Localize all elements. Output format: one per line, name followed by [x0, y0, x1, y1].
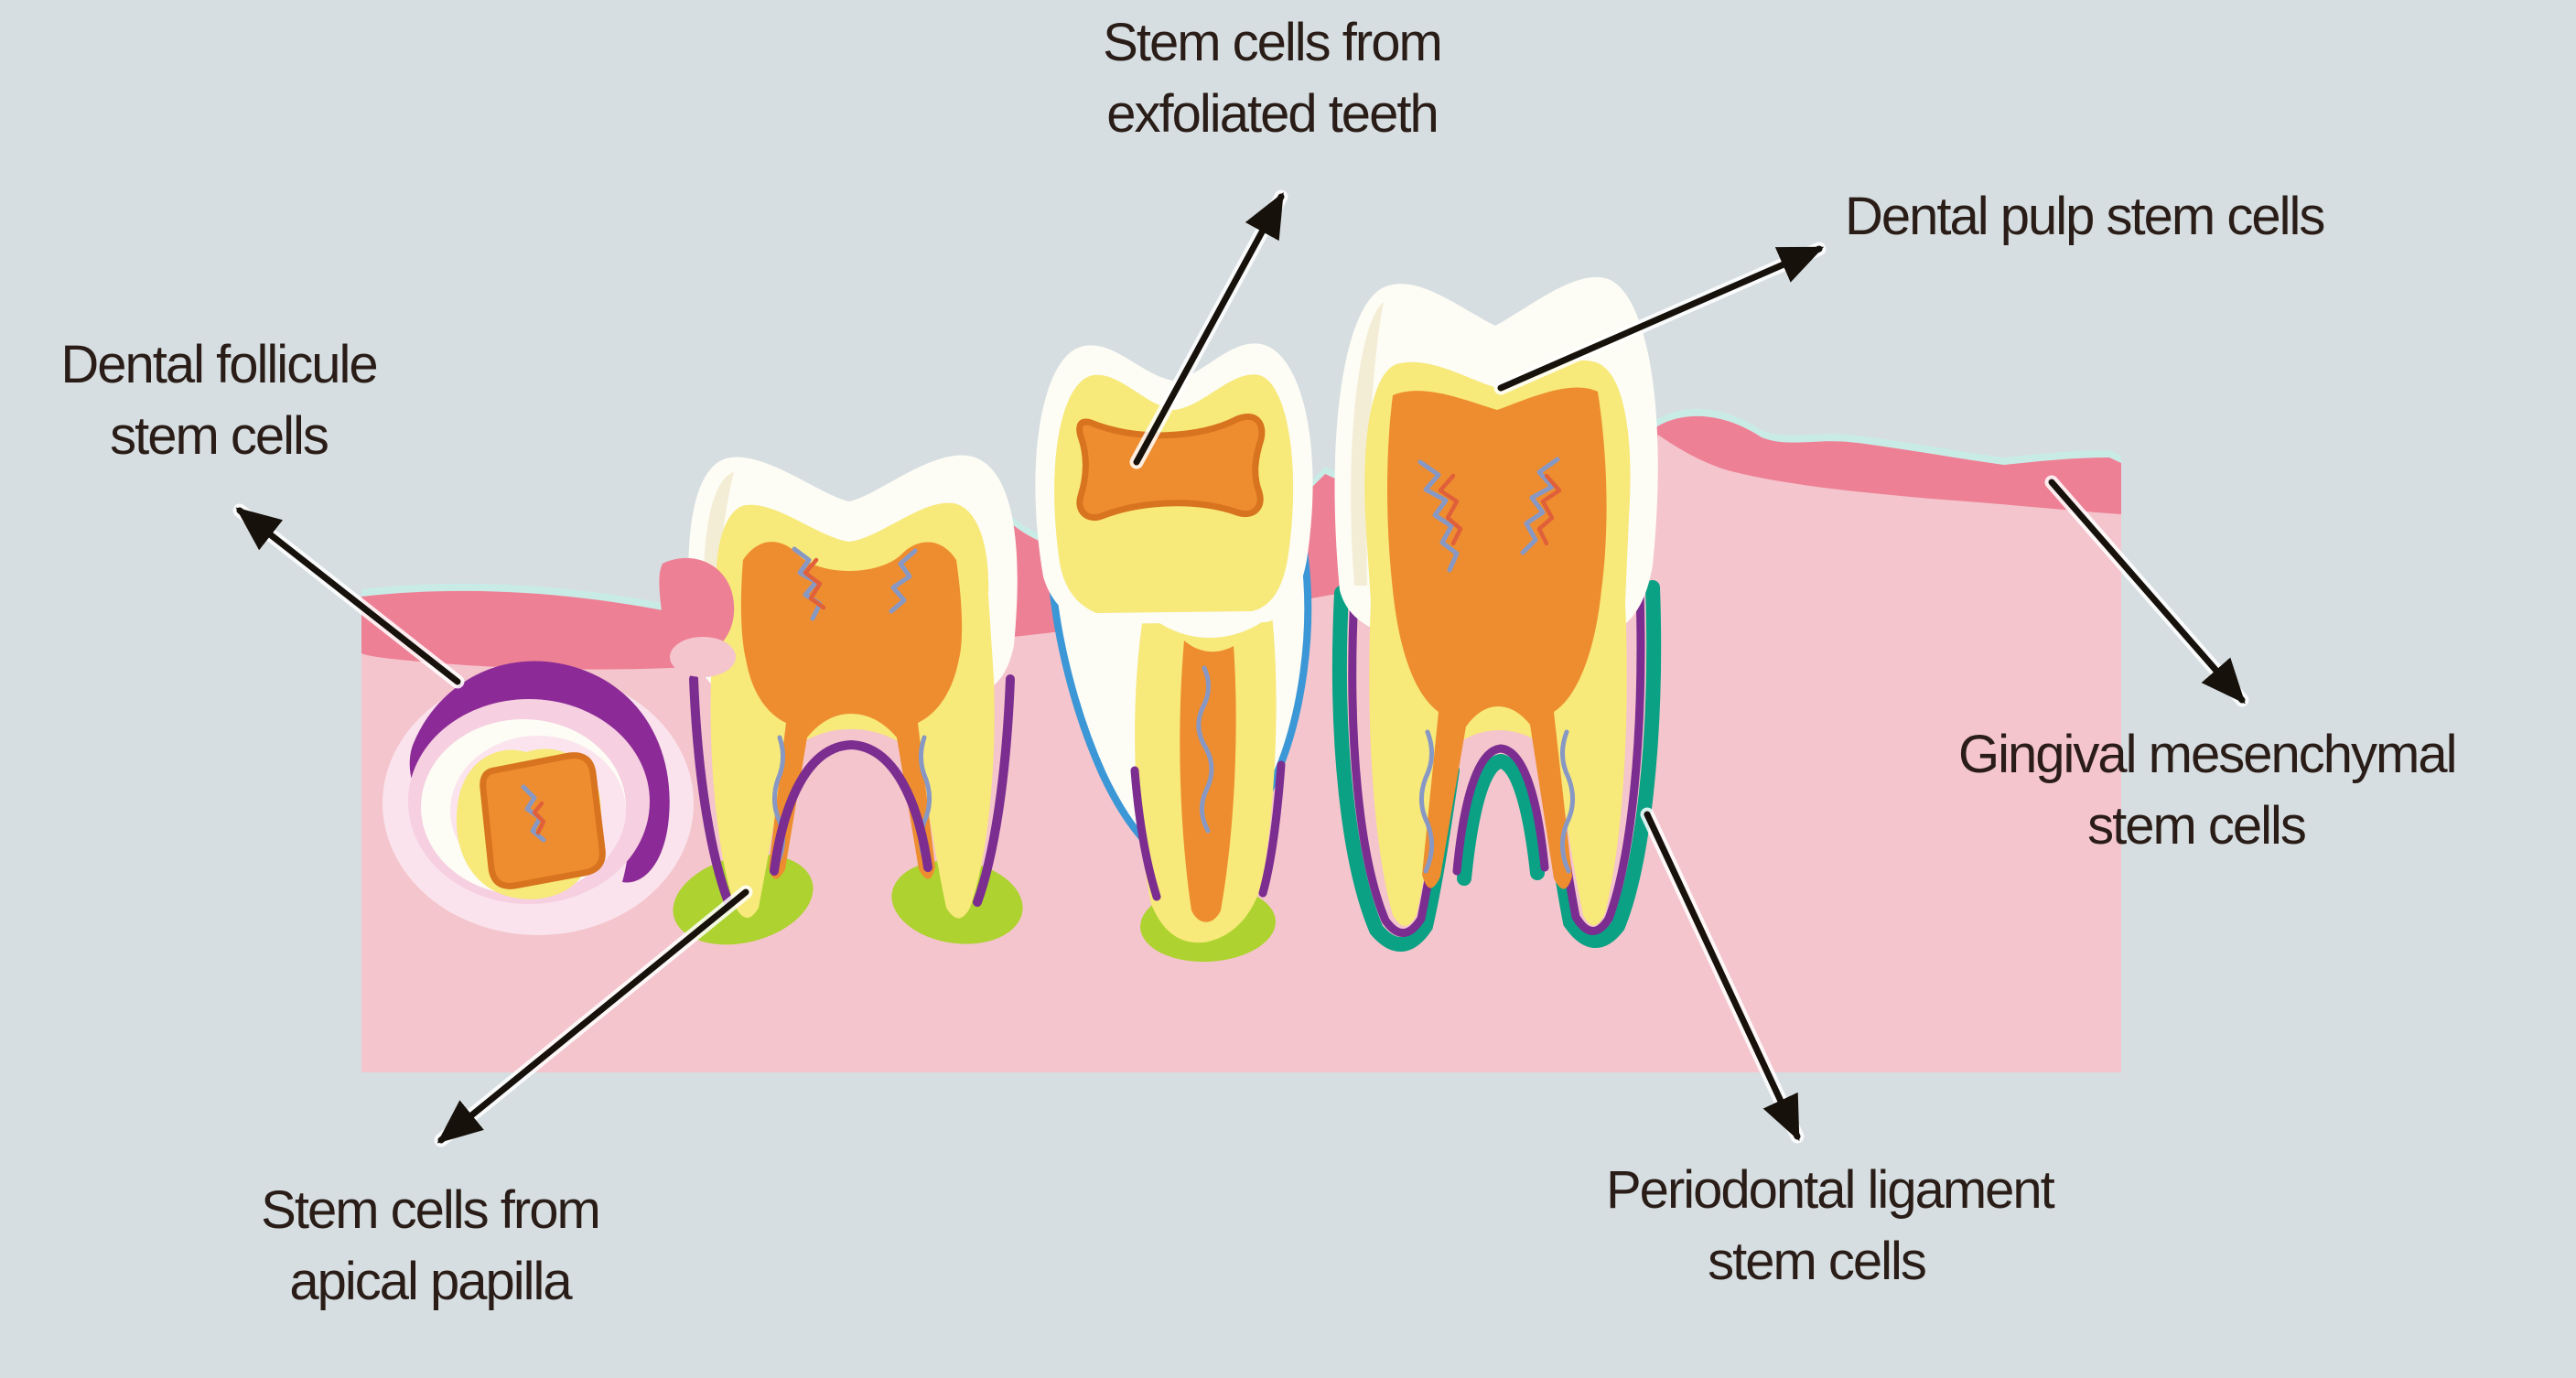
arrow-gingival — [2048, 479, 2246, 705]
label-line: Periodontal ligament — [1606, 1160, 2055, 1220]
periodontal-ligament-left — [689, 674, 733, 907]
germ-ligament-left — [1130, 766, 1161, 901]
tooth-exfoliating-primary — [1035, 343, 1313, 963]
label-line: stem cells — [2087, 796, 2307, 856]
label-dental-pulp: Dental pulp stem cells — [1845, 181, 2325, 253]
arrow-periodontal — [1644, 811, 1801, 1142]
periodontal-ligament-right — [973, 674, 1015, 907]
primary-crown-pulp — [1076, 414, 1266, 521]
molar-nerve-2r — [1536, 473, 1562, 546]
label-apical-papilla: Stem cells from apical papilla — [220, 1175, 641, 1318]
molar-canal-vessel-right — [1560, 729, 1575, 874]
nerve-vessels-2 — [889, 548, 918, 614]
tooth-bud-dental-follicle — [383, 661, 694, 935]
label-gingival-mesenchymal: Gingival mesenchymal stem cells — [1958, 719, 2457, 862]
molar-pulp — [1387, 387, 1607, 889]
label-line: Stem cells from — [1103, 13, 1443, 72]
tooth-adult-molar — [1331, 276, 1662, 952]
label-exfoliated-teeth: Stem cells from exfoliated teeth — [952, 7, 1592, 150]
periodontal-ligament-furcation — [770, 739, 932, 876]
molar-nerve-2 — [1520, 457, 1560, 555]
molar-nerve-1r — [1438, 473, 1463, 546]
arrow-apical-papilla — [437, 888, 749, 1144]
germ-canal-vessel — [1196, 665, 1214, 834]
label-line: Dental follicule — [60, 335, 378, 394]
molar-canal-vessel-left — [1419, 729, 1434, 874]
bud-nerve-vessels-red — [532, 801, 546, 835]
gum-flap — [659, 557, 735, 656]
label-line: exfoliated teeth — [1106, 84, 1439, 144]
label-line: stem cells — [1708, 1232, 1927, 1291]
annotation-arrows — [232, 189, 2249, 1147]
arrow-dental-follicule — [235, 507, 461, 685]
gum-flap-light — [670, 637, 736, 677]
arrow-dental-pulp — [1497, 245, 1825, 392]
germ-ligament-right — [1258, 760, 1286, 898]
label-line: Gingival mesenchymal — [1958, 725, 2457, 784]
tooth-erupted-molar — [673, 455, 1023, 945]
label-line: stem cells — [110, 406, 329, 466]
label-line: apical papilla — [289, 1252, 572, 1311]
label-line: Stem cells from — [261, 1180, 601, 1240]
nerve-vessels-red — [803, 557, 826, 610]
label-line: Dental pulp stem cells — [1845, 187, 2325, 246]
label-dental-follicule: Dental follicule stem cells — [8, 329, 429, 472]
arrow-exfoliated — [1133, 192, 1285, 466]
label-periodontal-ligament: Periodontal ligament stem cells — [1606, 1155, 2055, 1297]
pdl-teal-furcation — [1457, 753, 1545, 886]
pdl-purple-furcation — [1452, 744, 1549, 876]
molar-nerve-1 — [1417, 459, 1460, 573]
